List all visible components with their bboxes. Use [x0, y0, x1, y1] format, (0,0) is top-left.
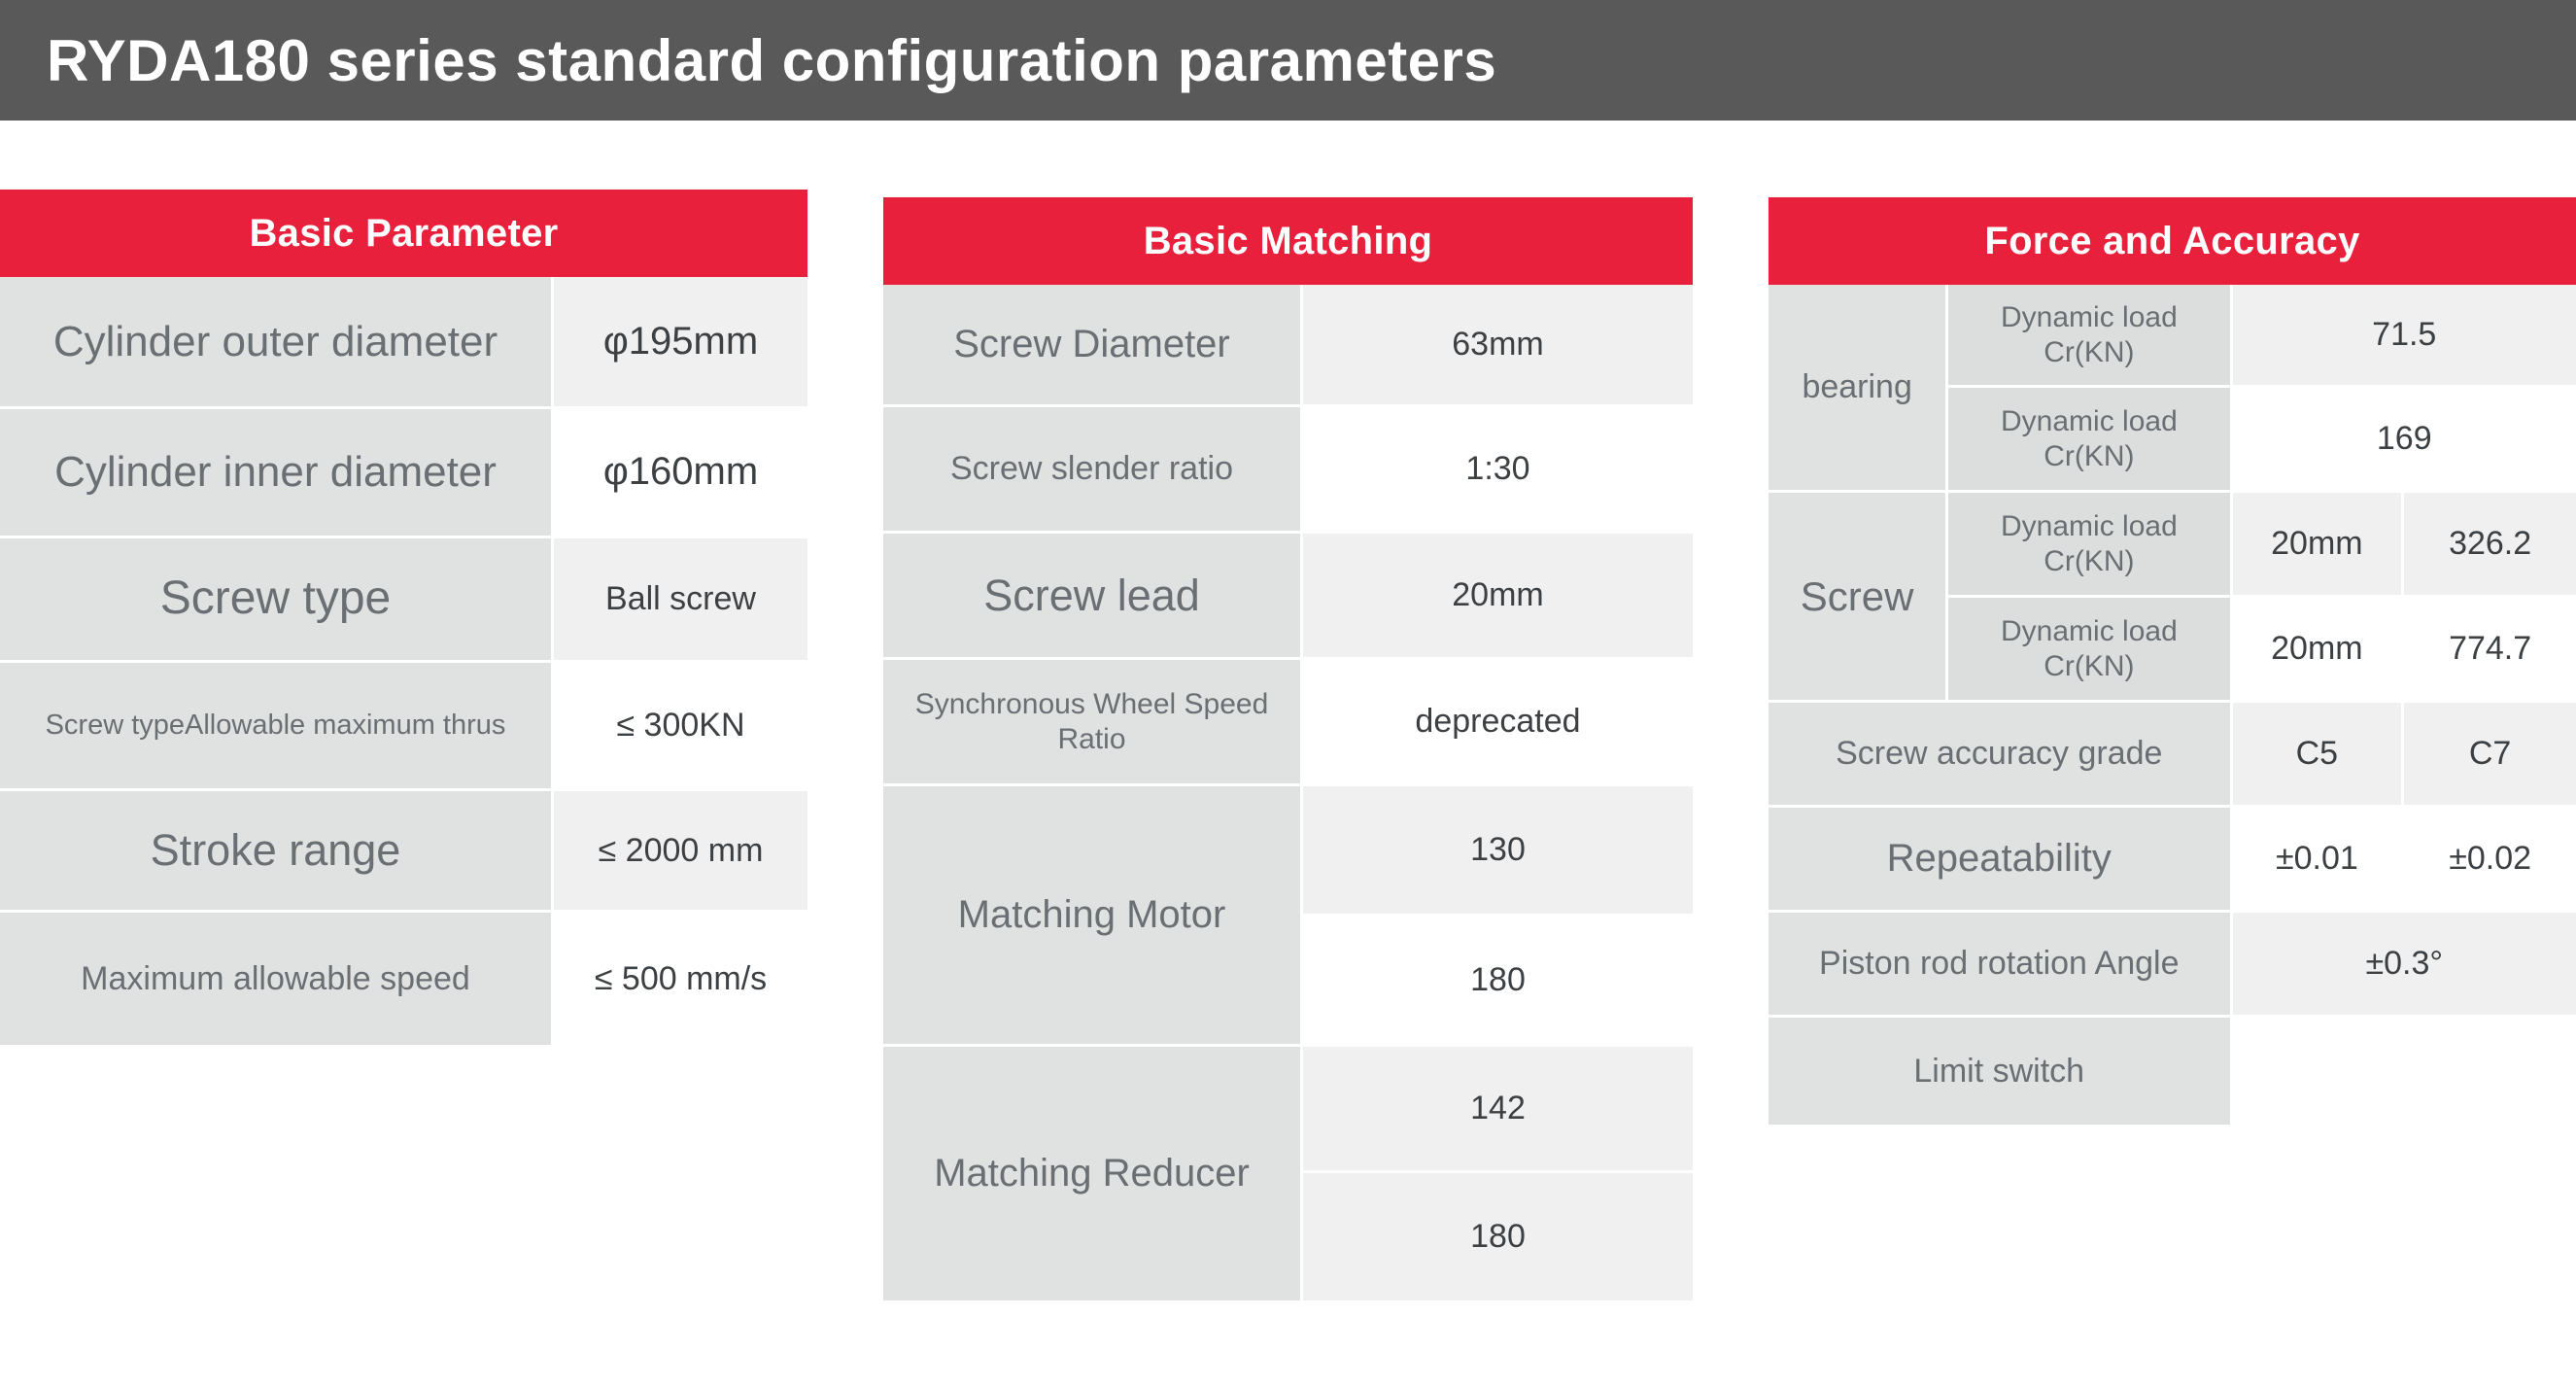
row-value: 63mm — [1303, 285, 1693, 407]
row-label: Screw typeAllowable maximum thrus — [0, 663, 554, 791]
row-lead-value: 20mm — [2232, 598, 2405, 703]
row-value: ≤ 500 mm/s — [554, 913, 807, 1045]
row-value: 169 — [2232, 388, 2576, 493]
table-row: Repeatability ±0.01 ±0.02 — [1769, 808, 2576, 913]
row-value: Ball screw — [554, 538, 807, 663]
table-basic-parameter: Cylinder outer diameter φ195mm Cylinder … — [0, 277, 807, 1045]
table-row: Screw accuracy grade C5 C7 — [1769, 703, 2576, 808]
row-label: Repeatability — [1769, 808, 2233, 913]
row-sublabel: Dynamic load Cr(KN) — [1948, 285, 2233, 388]
panel-title-basic-parameter: Basic Parameter — [0, 190, 807, 277]
table-row: Screw lead 20mm — [883, 534, 1693, 660]
table-row: Piston rod rotation Angle ±0.3° — [1769, 913, 2576, 1018]
row-value: ±0.3° — [2232, 913, 2576, 1018]
page-title: RYDA180 series standard configuration pa… — [47, 27, 1496, 94]
table-force-accuracy: bearing Dynamic load Cr(KN) 71.5 Dynamic… — [1769, 285, 2576, 1125]
table-row: Screw slender ratio 1:30 — [883, 407, 1693, 534]
row-label: Cylinder inner diameter — [0, 409, 554, 538]
row-label: Matching Motor — [883, 786, 1303, 1047]
row-label: Piston rod rotation Angle — [1769, 913, 2233, 1018]
table-row: Dynamic load Cr(KN) 169 — [1769, 388, 2576, 493]
page-title-model: RYDA180 — [47, 27, 311, 93]
table-row: Matching Motor 130 — [883, 786, 1693, 1047]
row-label: Cylinder outer diameter — [0, 277, 554, 409]
row-sublabel: Dynamic load Cr(KN) — [1948, 388, 2233, 493]
row-group-label: bearing — [1769, 285, 1949, 493]
row-sublabel: Dynamic load Cr(KN) — [1948, 598, 2233, 703]
page-title-rest: series standard configuration parameters — [326, 27, 1497, 93]
table-row: Screw Diameter 63mm — [883, 285, 1693, 407]
table-row: Synchronous Wheel Speed Ratio deprecated — [883, 660, 1693, 786]
table-row: Stroke range ≤ 2000 mm — [0, 791, 807, 913]
table-row: Limit switch — [1769, 1018, 2576, 1125]
row-value: deprecated — [1303, 660, 1693, 786]
row-value: 142 — [1303, 1047, 1693, 1173]
row-value: 71.5 — [2232, 285, 2576, 388]
row-value: 180 — [1303, 917, 1693, 1047]
row-value-c7: ±0.02 — [2404, 808, 2576, 913]
row-value: ≤ 2000 mm — [554, 791, 807, 913]
row-label: Screw lead — [883, 534, 1303, 660]
row-value-c5: ±0.01 — [2232, 808, 2405, 913]
panel-basic-matching: Basic Matching Screw Diameter 63mm Screw… — [883, 197, 1693, 1300]
row-value-c7: C7 — [2404, 703, 2576, 808]
table-basic-matching: Screw Diameter 63mm Screw slender ratio … — [883, 285, 1693, 1300]
row-value: 180 — [1303, 1173, 1693, 1300]
panel-basic-parameter: Basic Parameter Cylinder outer diameter … — [0, 190, 807, 1045]
row-label: Maximum allowable speed — [0, 913, 554, 1045]
page-title-bar: RYDA180 series standard configuration pa… — [0, 0, 2576, 121]
row-value: 130 — [1303, 786, 1693, 917]
row-value: 20mm — [1303, 534, 1693, 660]
panel-title-force-accuracy: Force and Accuracy — [1769, 197, 2576, 285]
table-row: Dynamic load Cr(KN) 20mm 774.7 — [1769, 598, 2576, 703]
row-sublabel: Dynamic load Cr(KN) — [1948, 493, 2233, 598]
table-row: Matching Reducer 142 — [883, 1047, 1693, 1300]
row-value: φ160mm — [554, 409, 807, 538]
table-row: bearing Dynamic load Cr(KN) 71.5 — [1769, 285, 2576, 493]
row-value — [2232, 1018, 2576, 1125]
row-label: Limit switch — [1769, 1018, 2233, 1125]
row-label: Screw slender ratio — [883, 407, 1303, 534]
table-row: Screw typeAllowable maximum thrus ≤ 300K… — [0, 663, 807, 791]
table-row: Cylinder inner diameter φ160mm — [0, 409, 807, 538]
row-label: Screw accuracy grade — [1769, 703, 2233, 808]
panel-title-basic-matching: Basic Matching — [883, 197, 1693, 285]
panel-force-accuracy: Force and Accuracy bearing Dynamic load … — [1769, 197, 2576, 1125]
row-value: 326.2 — [2404, 493, 2576, 598]
table-row: Screw Dynamic load Cr(KN) 20mm 326.2 — [1769, 493, 2576, 703]
row-label: Stroke range — [0, 791, 554, 913]
row-label: Screw type — [0, 538, 554, 663]
row-label: Matching Reducer — [883, 1047, 1303, 1300]
table-row: 180 — [883, 1173, 1693, 1300]
table-row: Cylinder outer diameter φ195mm — [0, 277, 807, 409]
row-group-label: Screw — [1769, 493, 1949, 703]
row-value-c5: C5 — [2232, 703, 2405, 808]
row-label: Screw Diameter — [883, 285, 1303, 407]
row-value: ≤ 300KN — [554, 663, 807, 791]
row-value: φ195mm — [554, 277, 807, 409]
table-row: Maximum allowable speed ≤ 500 mm/s — [0, 913, 807, 1045]
row-label: Synchronous Wheel Speed Ratio — [883, 660, 1303, 786]
table-row: 180 — [883, 917, 1693, 1047]
row-lead-value: 20mm — [2232, 493, 2405, 598]
row-value: 1:30 — [1303, 407, 1693, 534]
table-row: Screw type Ball screw — [0, 538, 807, 663]
row-value: 774.7 — [2404, 598, 2576, 703]
